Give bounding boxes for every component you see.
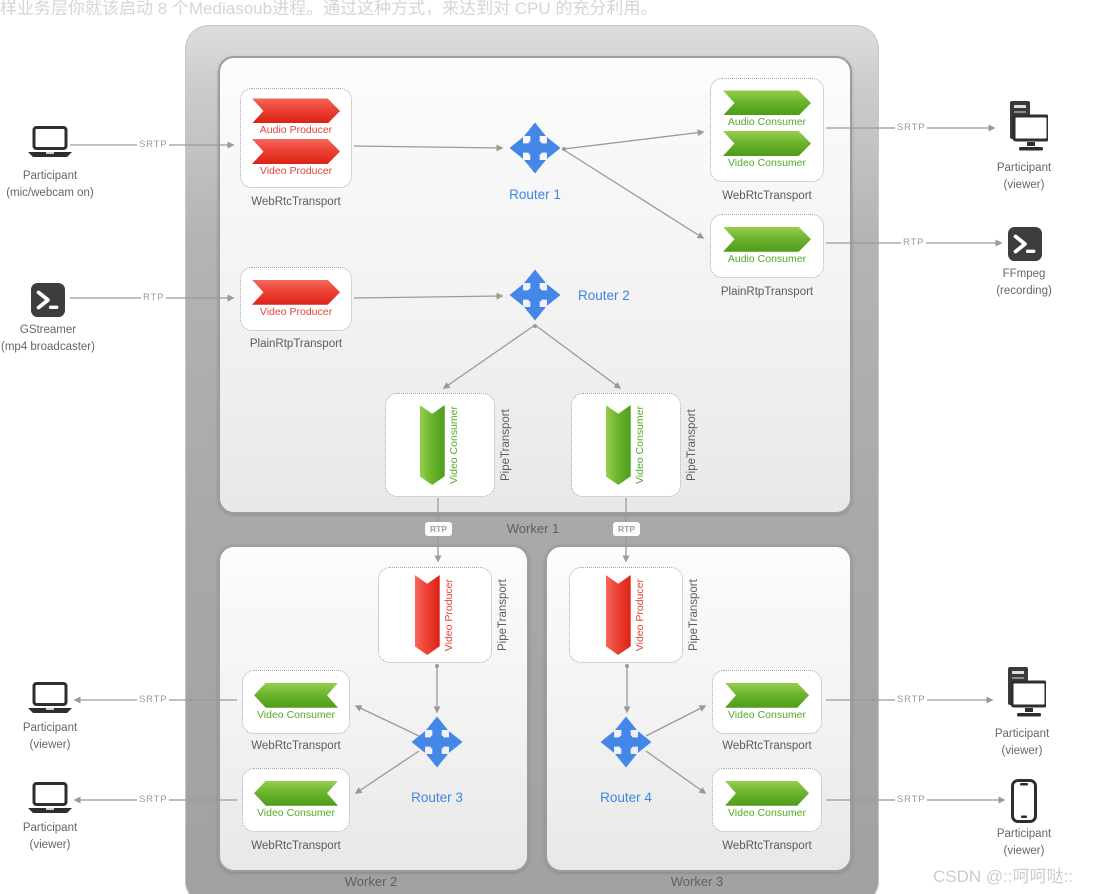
- w3-webrtc-box-2: Video Consumer: [712, 768, 822, 832]
- srtp-label: SRTP: [137, 694, 170, 705]
- intro-text: 样业务层你就该启动 8 个Mediasoub进程。通过这种方式，来达到对 CPU…: [0, 0, 658, 15]
- w1-plainrtp-consumer-caption: PlainRtpTransport: [720, 286, 814, 298]
- worker-2-label: Worker 2: [344, 874, 398, 889]
- smartphone-icon: [1011, 779, 1037, 828]
- video-consumer-label: Video Consumer: [727, 806, 807, 819]
- w1-webrtc-producers-caption: WebRtcTransport: [251, 196, 341, 208]
- w1-pipe-right-box: Video Consumer: [571, 393, 681, 497]
- w2-pipe-box: Video Producer: [378, 567, 492, 663]
- video-consumer-label: Video Consumer: [256, 708, 336, 721]
- participant-viewer-w2b-label: Participant (viewer): [22, 822, 78, 851]
- laptop-icon: [27, 682, 73, 719]
- csdn-watermark: CSDN @::呵呵哒::: [933, 867, 1074, 886]
- w3-webrtc-box-1: Video Consumer: [712, 670, 822, 734]
- desktop-computer-icon: [998, 666, 1048, 727]
- router-4-label: Router 4: [600, 790, 652, 805]
- w1-plainrtp-consumer-box: Audio Consumer: [710, 214, 824, 278]
- audio-producer-tag-icon: [252, 98, 340, 124]
- video-consumer-label: Video Consumer: [633, 405, 646, 485]
- video-consumer-tag-icon: [605, 405, 631, 485]
- w2-webrtc-box-2: Video Consumer: [242, 768, 350, 832]
- video-consumer-tag-icon: [254, 780, 338, 806]
- w1-webrtc-consumers-box: Audio Consumer Video Consumer: [710, 78, 824, 182]
- srtp-label: SRTP: [895, 694, 928, 705]
- participant-sender-label: Participant (mic/webcam on): [6, 170, 94, 199]
- w1-plainrtp-producer-box: Video Producer: [240, 267, 352, 331]
- router-2-icon: [509, 269, 561, 321]
- w1-plainrtp-producer-caption: PlainRtpTransport: [249, 338, 343, 350]
- audio-producer-label: Audio Producer: [259, 124, 333, 137]
- video-consumer-tag-icon: [723, 131, 811, 156]
- w2-webrtc-caption-2: WebRtcTransport: [251, 840, 341, 852]
- participant-viewer-w3b-label: Participant (viewer): [996, 828, 1052, 857]
- video-consumer-label: Video Consumer: [447, 405, 460, 485]
- laptop-icon: [27, 782, 73, 819]
- video-producer-tag-icon: [605, 575, 631, 655]
- audio-consumer-tag-icon: [723, 226, 811, 252]
- w1-pipe-left-caption: PipeTransport: [500, 409, 512, 481]
- w1-webrtc-producers-box: Audio Producer Video Producer: [240, 88, 352, 188]
- worker-3-label: Worker 3: [670, 874, 724, 889]
- video-consumer-label: Video Consumer: [256, 806, 336, 819]
- laptop-icon: [27, 126, 73, 163]
- video-producer-tag-icon: [252, 139, 340, 164]
- router-3-label: Router 3: [411, 790, 463, 805]
- srtp-label: SRTP: [137, 794, 170, 805]
- video-consumer-label: Video Consumer: [727, 157, 807, 169]
- video-producer-label: Video Producer: [633, 578, 646, 652]
- w1-webrtc-consumers-caption: WebRtcTransport: [722, 190, 812, 202]
- audio-consumer-label: Audio Consumer: [727, 252, 807, 265]
- router-2-label: Router 2: [578, 288, 630, 303]
- w1-pipe-left-box: Video Consumer: [385, 393, 495, 497]
- rtp-label: RTP: [901, 237, 927, 248]
- w3-pipe-box: Video Producer: [569, 567, 683, 663]
- w3-webrtc-caption-2: WebRtcTransport: [722, 840, 812, 852]
- rtp-label: RTP: [141, 292, 167, 303]
- srtp-label: SRTP: [137, 139, 170, 150]
- video-consumer-label: Video Consumer: [727, 708, 807, 721]
- w2-webrtc-box-1: Video Consumer: [242, 670, 350, 734]
- router-3-icon: [411, 716, 463, 768]
- router-1-icon: [509, 122, 561, 174]
- rtp-badge: RTP: [425, 522, 452, 536]
- worker-1-label: Worker 1: [506, 521, 560, 536]
- w1-pipe-right-caption: PipeTransport: [686, 409, 698, 481]
- intro-text-clipped: 样业务层你就该启动 8 个Mediasoub进程。通过这种方式，来达到对 CPU…: [0, 0, 1104, 15]
- gstreamer-label: GStreamer (mp4 broadcaster): [1, 324, 95, 353]
- rtp-badge: RTP: [613, 522, 640, 536]
- audio-consumer-tag-icon: [723, 90, 811, 116]
- srtp-label: SRTP: [895, 794, 928, 805]
- srtp-label: SRTP: [895, 122, 928, 133]
- participant-viewer-w2a-label: Participant (viewer): [22, 722, 78, 751]
- router-4-icon: [600, 716, 652, 768]
- desktop-computer-icon: [1000, 100, 1050, 161]
- video-consumer-tag-icon: [419, 405, 445, 485]
- audio-consumer-label: Audio Consumer: [727, 116, 807, 129]
- ffmpeg-label: FFmpeg (recording): [996, 268, 1052, 297]
- video-consumer-tag-icon: [725, 780, 809, 806]
- router-1-label: Router 1: [509, 187, 561, 202]
- video-producer-label: Video Producer: [259, 165, 333, 177]
- w2-pipe-caption: PipeTransport: [497, 579, 509, 651]
- video-producer-label: Video Producer: [259, 305, 333, 318]
- w3-webrtc-caption-1: WebRtcTransport: [722, 740, 812, 752]
- participant-viewer-top-label: Participant (viewer): [996, 162, 1052, 191]
- w2-webrtc-caption-1: WebRtcTransport: [251, 740, 341, 752]
- terminal-icon: [31, 283, 65, 322]
- participant-viewer-w3a-label: Participant (viewer): [994, 728, 1050, 757]
- terminal-icon: [1008, 227, 1042, 266]
- video-producer-label: Video Producer: [442, 578, 455, 652]
- w3-pipe-caption: PipeTransport: [688, 579, 700, 651]
- video-producer-tag-icon: [252, 279, 340, 305]
- video-consumer-tag-icon: [725, 682, 809, 708]
- video-consumer-tag-icon: [254, 682, 338, 708]
- video-producer-tag-icon: [414, 575, 440, 655]
